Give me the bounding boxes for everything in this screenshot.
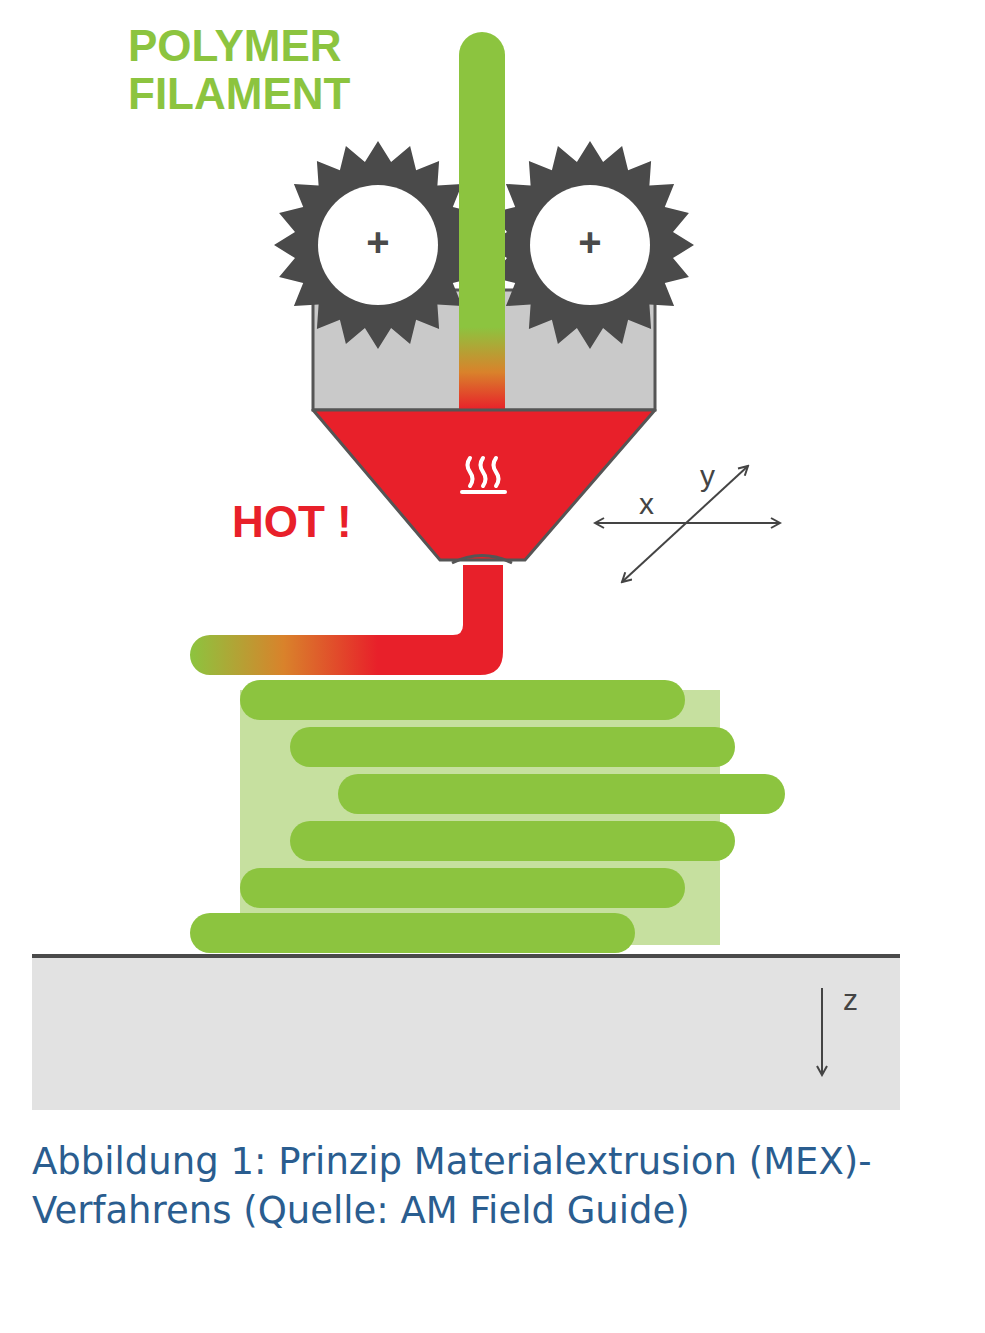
polymer-filament — [459, 32, 505, 410]
hot-end-nozzle — [313, 410, 655, 560]
gear — [274, 141, 482, 349]
gear-hub — [318, 185, 438, 305]
axis-label: z — [843, 983, 873, 1016]
gear-center-mark: + — [575, 220, 605, 264]
build-plate — [32, 956, 900, 1110]
gear-center-mark: + — [363, 220, 393, 264]
warning-label: HOT ! — [232, 498, 402, 546]
layer-strand — [240, 680, 685, 720]
plate-edge — [32, 954, 900, 958]
gear-hub — [530, 185, 650, 305]
axis-label: y — [700, 459, 730, 492]
z-arrow — [821, 988, 823, 1075]
layer-strand — [240, 868, 685, 908]
nozzle-tip — [452, 556, 512, 564]
layer-strand — [290, 727, 735, 767]
deposited-layers — [190, 680, 785, 953]
material-label: POLYMER FILAMENT — [128, 22, 418, 119]
figure-caption: Abbildung 1: Prinzip Materialextrusion (… — [32, 1138, 962, 1236]
layer-strand — [338, 774, 785, 814]
layer-strand — [190, 913, 635, 953]
layer-strand — [290, 821, 735, 861]
heat-symbol — [462, 458, 505, 492]
extruded-strand — [190, 565, 503, 675]
y-axis-arrow — [622, 466, 748, 582]
axis-label: x — [639, 487, 669, 520]
gear — [486, 141, 694, 349]
